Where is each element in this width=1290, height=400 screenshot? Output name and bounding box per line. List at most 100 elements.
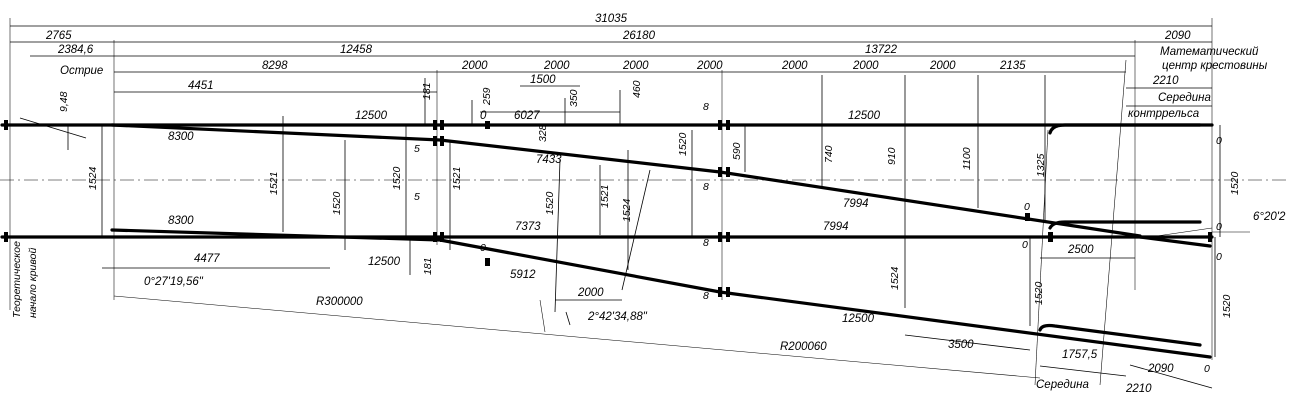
zero-label: 0 bbox=[1204, 363, 1210, 375]
dimension-line bbox=[1129, 364, 1213, 389]
radius-200060-label: R200060 bbox=[780, 341, 827, 353]
dim-label-8: 8 bbox=[703, 290, 709, 302]
rail-joints bbox=[4, 120, 1212, 297]
dim-label-5912: 5912 bbox=[510, 269, 536, 281]
math-center-label-2: центр крестовины bbox=[1162, 60, 1268, 72]
dimension-line bbox=[1039, 365, 1127, 377]
joint-mark bbox=[485, 258, 490, 266]
tip-label: Острие bbox=[60, 65, 103, 77]
dim-label-12500-bottom: 12500 bbox=[368, 256, 401, 268]
dim-label-1520: 1520 bbox=[391, 166, 403, 190]
dim-label-2135: 2135 bbox=[999, 60, 1026, 72]
dim-label-5: 5 bbox=[414, 191, 420, 203]
dim-label-2000: 2000 bbox=[577, 287, 604, 299]
dim-label-2090-bottom: 2090 bbox=[1147, 363, 1174, 375]
curved-lead-rail-bottom bbox=[110, 228, 1212, 359]
joint-mark bbox=[718, 120, 722, 130]
theoretical-start-label-2: начало кривой bbox=[27, 248, 39, 318]
dim-label-7994: 7994 bbox=[843, 198, 869, 210]
dim-label-2000: 2000 bbox=[622, 60, 649, 72]
dim-label-8298: 8298 bbox=[262, 60, 288, 72]
dim-label-259: 259 bbox=[481, 87, 493, 106]
check-rail-middle bbox=[1048, 220, 1202, 230]
dim-label-1521: 1521 bbox=[268, 172, 280, 195]
slanted-dimension-lines bbox=[19, 117, 1213, 389]
joint-mark bbox=[4, 232, 8, 242]
joint-mark bbox=[1048, 232, 1053, 242]
joint-mark bbox=[1208, 232, 1212, 242]
dim-label-4477: 4477 bbox=[194, 253, 220, 265]
joint-mark bbox=[718, 287, 722, 297]
dim-label-1521: 1521 bbox=[451, 167, 463, 190]
theoretical-start-label-1: Теоретическое bbox=[11, 241, 23, 318]
dim-label-8: 8 bbox=[703, 181, 709, 193]
dim-label-2000: 2000 bbox=[543, 60, 570, 72]
dimension-line bbox=[565, 311, 571, 326]
zero-label: 0 bbox=[1022, 239, 1028, 251]
frog-wing-line bbox=[1149, 227, 1213, 238]
joint-mark bbox=[4, 120, 8, 130]
joint-mark bbox=[433, 120, 437, 130]
zero-label: 0 bbox=[480, 242, 486, 254]
dim-label-1520: 1520 bbox=[331, 191, 343, 215]
dim-label-1521: 1521 bbox=[599, 185, 611, 208]
dim-label-1520: 1520 bbox=[1221, 294, 1233, 318]
extension-line bbox=[1034, 129, 1049, 386]
dim-label-910: 910 bbox=[886, 147, 898, 165]
dim-label-8300-bottom: 8300 bbox=[168, 215, 194, 227]
dim-label-2765: 2765 bbox=[45, 30, 72, 42]
joint-mark bbox=[726, 167, 730, 177]
dim-label-2000: 2000 bbox=[461, 60, 488, 72]
curved-switch-rail-top bbox=[110, 123, 1142, 238]
dim-label-1524: 1524 bbox=[889, 266, 901, 290]
dim-label-2500: 2500 bbox=[1067, 244, 1094, 256]
dim-label-12500-right: 12500 bbox=[848, 110, 881, 122]
dim-label-1524: 1524 bbox=[87, 166, 99, 190]
joint-mark bbox=[718, 232, 722, 242]
dim-label-1520: 1520 bbox=[677, 132, 689, 156]
dim-label-1757: 1757,5 bbox=[1062, 349, 1098, 361]
dim-label-31035: 31035 bbox=[595, 13, 628, 25]
dim-label-8: 8 bbox=[703, 237, 709, 249]
vertical-dimension-lines bbox=[67, 75, 1221, 357]
dim-label-12458: 12458 bbox=[340, 44, 373, 56]
joint-mark bbox=[726, 120, 730, 130]
dim-label-350: 350 bbox=[568, 89, 580, 107]
dim-label-2000: 2000 bbox=[929, 60, 956, 72]
extension-line bbox=[539, 299, 546, 333]
joint-mark bbox=[433, 232, 437, 242]
zero-label: 0 bbox=[480, 110, 487, 122]
math-center-label-1: Математический bbox=[1160, 46, 1259, 58]
joint-mark bbox=[440, 136, 444, 146]
zero-label: 0 bbox=[1216, 221, 1222, 233]
dim-label-1325: 1325 bbox=[1035, 153, 1047, 177]
dim-label-26180: 26180 bbox=[622, 30, 656, 42]
dim-label-2000: 2000 bbox=[781, 60, 808, 72]
dimension-line bbox=[19, 117, 87, 139]
dim-label-181-top: 181 bbox=[421, 82, 433, 100]
dim-label-1100: 1100 bbox=[961, 147, 973, 170]
radius-300000-label: R300000 bbox=[316, 296, 363, 308]
check-rail-top bbox=[1048, 123, 1202, 135]
dim-label-740: 740 bbox=[823, 145, 835, 163]
dimension-labels: 31035 2765 26180 2090 2384,6 12458 13722… bbox=[11, 13, 1286, 395]
angle-small-label: 0°27'19,56" bbox=[144, 276, 204, 288]
joint-mark bbox=[726, 287, 730, 297]
dimension-line bbox=[621, 169, 651, 291]
dim-label-1520: 1520 bbox=[544, 191, 556, 215]
dim-label-7373: 7373 bbox=[515, 221, 541, 233]
joint-mark bbox=[726, 232, 730, 242]
angle-mid-label: 2°42'34,88" bbox=[587, 311, 648, 323]
dim-label-4451: 4451 bbox=[188, 80, 214, 92]
dim-label-2384: 2384,6 bbox=[57, 44, 94, 56]
dim-label-8: 8 bbox=[703, 101, 709, 113]
dim-label-5: 5 bbox=[414, 143, 420, 155]
frog-point bbox=[1138, 235, 1212, 248]
dim-label-590: 590 bbox=[731, 142, 743, 160]
joint-mark bbox=[718, 167, 722, 177]
top-dimension-lines bbox=[10, 25, 1212, 113]
zero-label: 0 bbox=[1216, 251, 1222, 263]
dim-label-13722: 13722 bbox=[865, 44, 898, 56]
dim-label-2090-top: 2090 bbox=[1164, 30, 1191, 42]
mid-check-label-2: контррельса bbox=[1128, 108, 1199, 120]
